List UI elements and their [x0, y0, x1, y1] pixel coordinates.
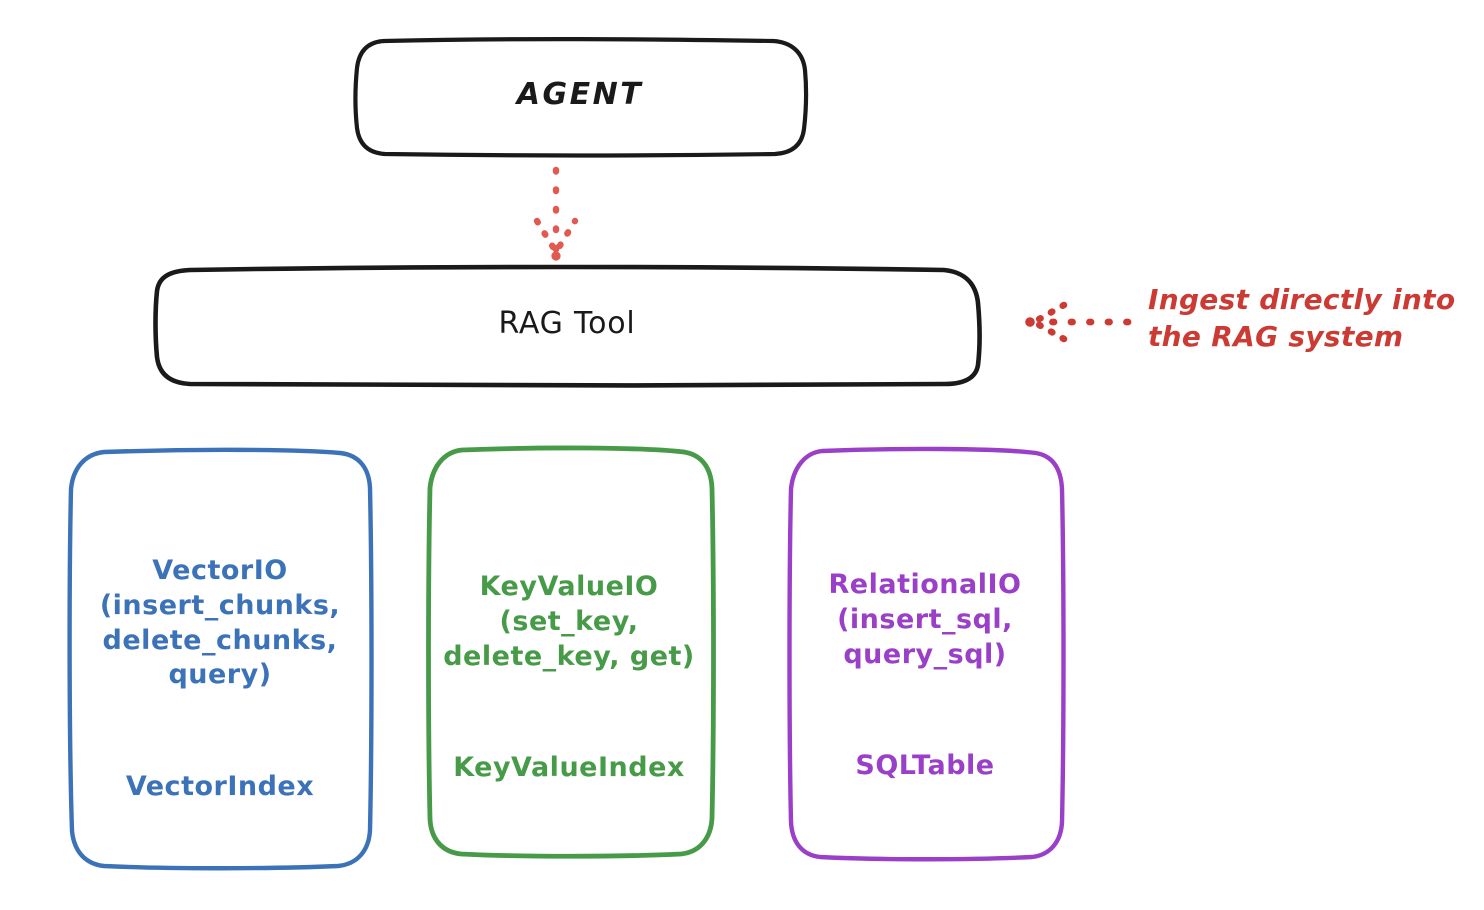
key-value-io-index: KeyValueIndex	[453, 752, 685, 784]
agent-label: AGENT	[516, 77, 644, 112]
vector-io-index: VectorIndex	[125, 770, 315, 802]
relational-io-title: RelationalIO (insert_sql, query_sql)	[828, 569, 1022, 670]
key-value-io-node[interactable]	[426, 445, 716, 859]
agent-to-rag-connector	[533, 166, 579, 261]
relational-io-spacer	[786, 693, 1064, 729]
agent-box-outline	[353, 37, 809, 158]
vector-io-box-outline	[67, 447, 374, 871]
key-value-io-title: KeyValueIO (set_key, delete_key, get)	[443, 571, 695, 672]
key-value-io-box-outline	[426, 445, 716, 859]
vector-io-spacer	[72, 713, 368, 749]
key-value-io-spacer	[424, 695, 714, 731]
rag-tool-label: RAG Tool	[498, 306, 636, 341]
relational-io-index: SQLTable	[855, 750, 995, 782]
rag-tool-node[interactable]	[153, 264, 982, 388]
agent-to-rag-arrow-tip	[551, 251, 561, 261]
agent-to-rag-arrowhead	[533, 217, 579, 259]
key-value-io-text-block: KeyValueIO (set_key, delete_key, get) Ke…	[424, 550, 714, 806]
vector-io-title: VectorIO (insert_chunks, delete_chunks, …	[99, 555, 341, 691]
vector-io-text-block: VectorIO (insert_chunks, delete_chunks, …	[72, 534, 368, 825]
ingest-arrowhead	[1027, 301, 1068, 343]
rag-tool-box-outline	[153, 264, 982, 388]
ingest-connector	[1025, 301, 1132, 343]
relational-io-box-outline	[787, 446, 1066, 862]
relational-io-node[interactable]	[787, 446, 1066, 862]
relational-io-text-block: RelationalIO (insert_sql, query_sql) SQL…	[786, 548, 1064, 804]
ingest-annotation-label: Ingest directly into the RAG system	[1148, 283, 1456, 353]
vector-io-node[interactable]	[67, 447, 374, 871]
agent-node[interactable]	[353, 37, 809, 158]
ingest-arrow-tip	[1025, 317, 1035, 327]
